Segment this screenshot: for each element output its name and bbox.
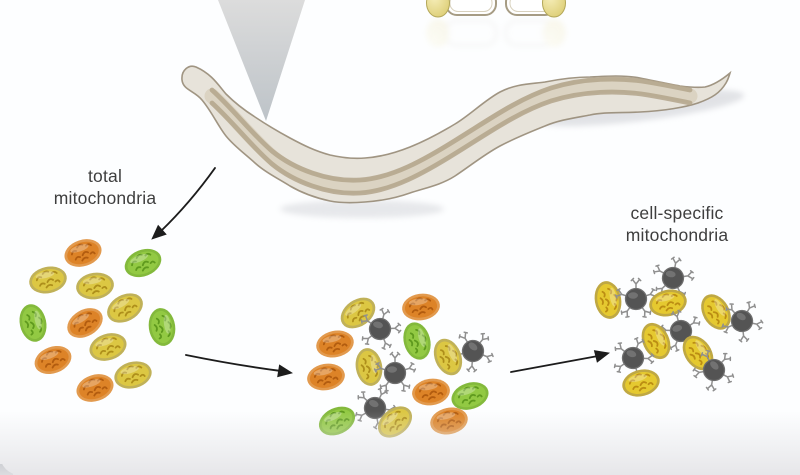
mitochondrion-icon-gold: [701, 294, 731, 330]
cluster-cell-specific-mitochondria: [594, 256, 764, 397]
cluster-bead-incubation: [307, 293, 494, 438]
mitochondrion-icon-yellow: [433, 338, 463, 376]
mitochondrion-icon-green: [451, 382, 489, 410]
capsule-half-body: [445, 0, 497, 16]
cluster-total-mitochondria: [19, 239, 176, 402]
mitochondrion-icon-orange: [307, 363, 345, 391]
arrow-worm-to-total: [151, 167, 216, 240]
mitochondrion-icon-gold: [682, 335, 714, 371]
mitochondrion-icon-yellow: [89, 333, 127, 361]
antibody-bead-icon: [721, 301, 764, 343]
capsule-cap: [542, 0, 566, 18]
mitochondrion-icon-orange: [412, 378, 450, 406]
mitochondrion-icon-gold: [594, 281, 622, 319]
mitochondrion-icon-yellow: [114, 361, 152, 389]
antibody-bead-icon: [692, 349, 735, 392]
mitochondrion-icon-green: [19, 304, 47, 342]
capsule-cap: [426, 0, 450, 18]
mitochondrion-icon-orange: [67, 308, 103, 338]
arrow-beads-to-specific: [510, 350, 610, 373]
worm-stripe-dark: [209, 76, 693, 183]
mitochondrion-icon-orange: [402, 293, 440, 321]
antibody-bead-icon: [652, 256, 695, 299]
clusters-layer: [19, 239, 764, 438]
worm-stripe-dark: [209, 89, 693, 196]
antibody-bead-icon: [360, 307, 402, 350]
mitochondrion-icon-orange: [64, 239, 102, 267]
mitochondrion-icon-yellow: [76, 272, 114, 300]
antibody-bead-icon: [659, 309, 701, 352]
mitochondrion-icon-gold: [649, 289, 687, 317]
mitochondrion-icon-yellow: [107, 293, 143, 323]
homogenizer-funnel-icon: [218, 0, 305, 121]
label-cell-specific-mitochondria: cell-specific mitochondria: [625, 203, 729, 245]
antibody-bead-icon: [373, 351, 417, 392]
mitochondrion-icon-yellow: [29, 266, 67, 294]
mitochondrion-icon-gold: [622, 369, 660, 397]
label-total-mitochondria: total mitochondria: [53, 166, 157, 208]
mitochondrion-icon-green: [124, 248, 162, 278]
c-elegans-worm-icon: [181, 65, 732, 204]
worm-body: [181, 65, 732, 204]
mitochondrion-icon-green: [403, 322, 431, 360]
antibody-bead-icon: [451, 331, 494, 373]
worm-intestine-stripe: [204, 77, 698, 194]
mitochondrion-icon-green: [148, 308, 176, 346]
mitochondrion-icon-orange: [34, 345, 72, 375]
worm-shadow: [280, 200, 444, 218]
mitochondrion-icon-green: [318, 406, 356, 436]
capsule-reflection: [426, 19, 566, 47]
arrow-total-to-beads: [185, 354, 293, 378]
open-capsule-icon: [426, 0, 566, 47]
mitochondrion-icon-gold: [641, 322, 671, 360]
mitochondrion-icon-orange: [316, 330, 354, 358]
antibody-bead-icon: [614, 277, 658, 318]
arrows-layer: [151, 167, 610, 378]
mitochondrion-icon-orange: [76, 374, 114, 402]
